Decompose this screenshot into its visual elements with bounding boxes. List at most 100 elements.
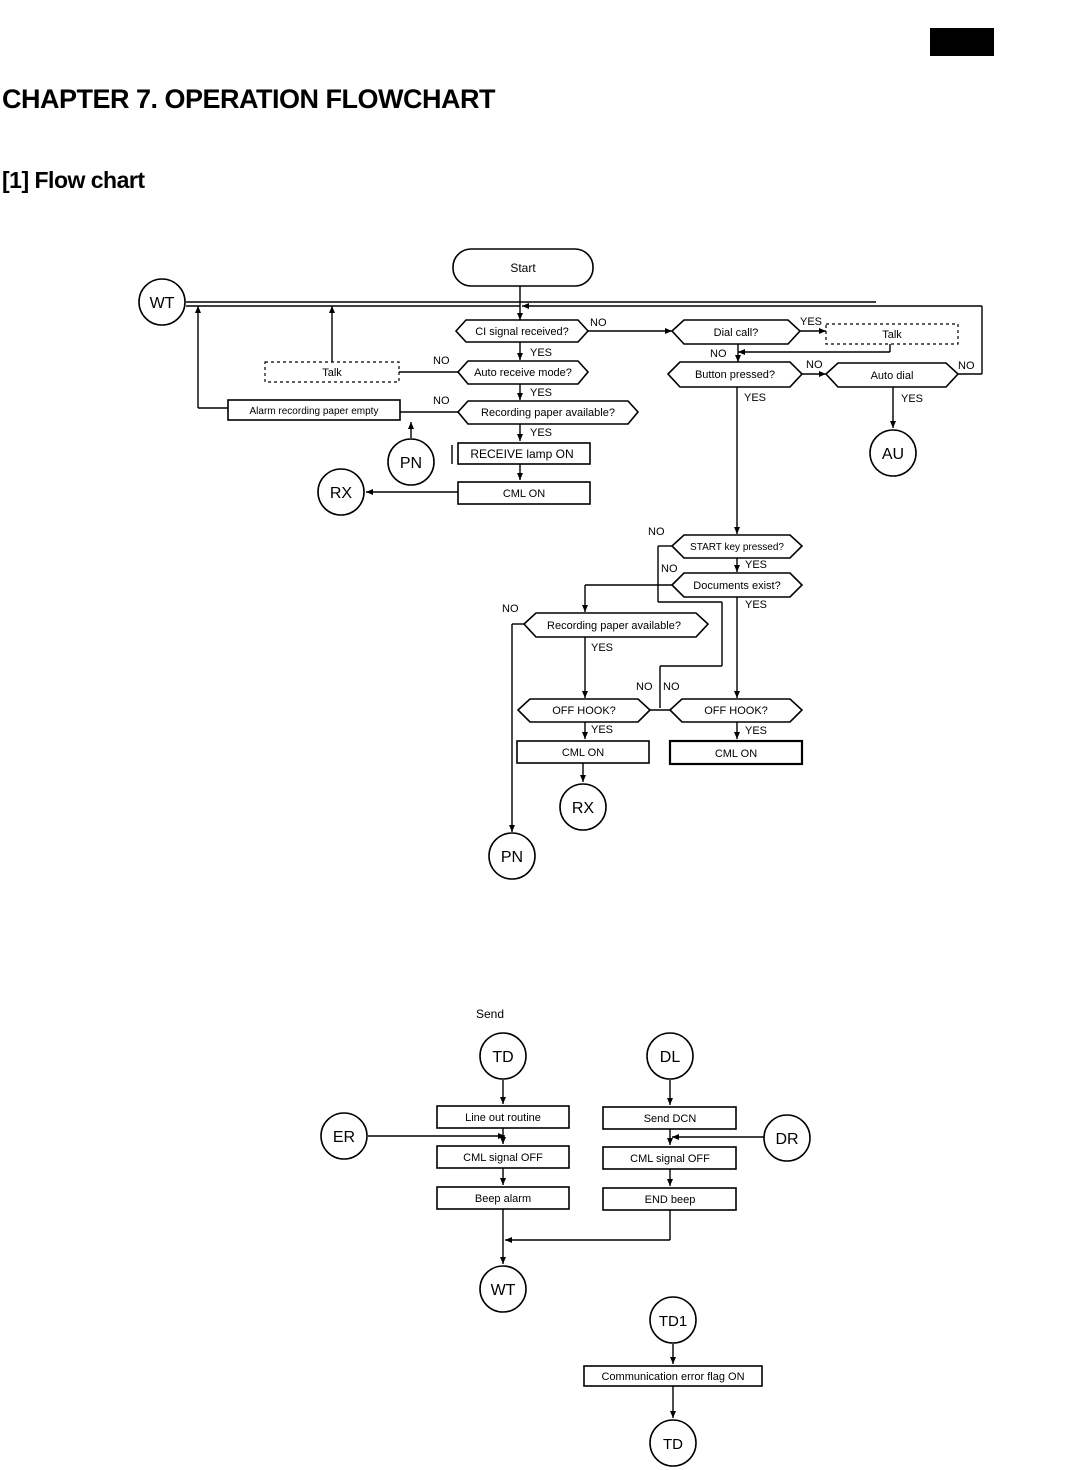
process-cml-off-2: CML signal OFF	[602, 1146, 737, 1170]
button-pressed-label: Button pressed?	[695, 369, 775, 381]
decision-off-hook-right: OFF HOOK?	[668, 698, 804, 723]
decision-off-hook-left: OFF HOOK?	[516, 698, 652, 723]
line-out-label: Line out routine	[465, 1112, 541, 1124]
process-beep-alarm: Beep alarm	[436, 1186, 570, 1210]
connector-wt-top: WT	[138, 278, 186, 326]
no-label: NO	[663, 681, 680, 693]
connector-pn-bottom: PN	[488, 832, 536, 880]
dial-call-label: Dial call?	[714, 327, 759, 339]
cml-on-right-label: CML ON	[715, 748, 757, 760]
connector-label: WT	[491, 1282, 516, 1299]
process-talk-left: Talk	[264, 361, 400, 383]
connector-wt-bottom: WT	[479, 1265, 527, 1313]
talk-left-label: Talk	[322, 367, 342, 379]
yes-label: YES	[530, 347, 552, 359]
connector-rx-bottom: RX	[559, 783, 607, 831]
no-label: NO	[958, 360, 975, 372]
decision-auto-dial: Auto dial	[824, 362, 960, 388]
connector-td1: TD1	[649, 1296, 697, 1344]
process-cml-on-left: CML ON	[516, 740, 650, 764]
no-label: NO	[661, 563, 678, 575]
connector-label: WT	[150, 295, 175, 312]
no-label: NO	[433, 355, 450, 367]
send-dcn-label: Send DCN	[644, 1113, 697, 1125]
connector-label: ER	[333, 1129, 355, 1146]
connector-label: AU	[882, 446, 904, 463]
process-cml-on-right: CML ON	[668, 739, 804, 766]
cml-on-left-label: CML ON	[562, 747, 604, 759]
chapter-title: CHAPTER 7. OPERATION FLOWCHART	[2, 84, 496, 114]
connector-dr: DR	[763, 1114, 811, 1162]
comm-error-label: Communication error flag ON	[601, 1371, 744, 1383]
yes-label: YES	[591, 724, 613, 736]
connector-td-bottom: TD	[649, 1419, 697, 1467]
yes-label: YES	[745, 599, 767, 611]
decision-auto-receive: Auto receive mode?	[456, 360, 590, 385]
recording-paper-label: Recording paper available?	[481, 407, 615, 419]
end-beep-label: END beep	[645, 1194, 696, 1206]
yes-label: YES	[591, 642, 613, 654]
process-line-out: Line out routine	[436, 1105, 570, 1129]
no-label: NO	[648, 526, 665, 538]
decision-ci-signal: CI signal received?	[454, 319, 590, 343]
connector-dl: DL	[646, 1032, 694, 1080]
yes-label: YES	[745, 725, 767, 737]
receive-flow-lines	[186, 286, 983, 832]
connector-label: DR	[775, 1131, 798, 1148]
connector-label: TD	[492, 1049, 513, 1066]
connector-pn-top: PN	[387, 438, 435, 486]
no-label: NO	[806, 359, 823, 371]
yes-label: YES	[530, 427, 552, 439]
documents-exist-label: Documents exist?	[693, 580, 780, 592]
no-label: NO	[636, 681, 653, 693]
connector-label: TD	[663, 1436, 683, 1453]
process-cml-on: CML ON	[457, 481, 591, 505]
decision-documents-exist: Documents exist?	[670, 572, 804, 598]
connector-td: TD	[479, 1032, 527, 1080]
beep-alarm-label: Beep alarm	[475, 1193, 531, 1205]
process-comm-error: Communication error flag ON	[583, 1365, 763, 1387]
process-end-beep: END beep	[602, 1187, 737, 1211]
send-flow-lines	[368, 1080, 764, 1418]
alarm-label: Alarm recording paper empty	[250, 406, 379, 417]
connector-au: AU	[869, 429, 917, 477]
start-terminal: Start	[452, 248, 594, 287]
ci-signal-label: CI signal received?	[475, 326, 569, 338]
connector-label: PN	[501, 849, 523, 866]
no-label: NO	[433, 395, 450, 407]
cml-on-label: CML ON	[503, 488, 545, 500]
connector-rx-top: RX	[317, 468, 365, 516]
process-talk-right: Talk	[825, 323, 959, 345]
talk-right-label: Talk	[882, 329, 902, 341]
no-label: NO	[590, 317, 607, 329]
connector-er: ER	[320, 1112, 368, 1160]
process-receive-lamp: RECEIVE lamp ON	[451, 442, 591, 465]
auto-dial-label: Auto dial	[871, 370, 914, 382]
connector-label: PN	[400, 455, 422, 472]
process-send-dcn: Send DCN	[602, 1106, 737, 1130]
no-label: NO	[502, 603, 519, 615]
connector-label: RX	[330, 485, 353, 502]
process-alarm-paper-empty: Alarm recording paper empty	[227, 399, 401, 421]
cml-off-2-label: CML signal OFF	[630, 1153, 710, 1165]
connector-label: DL	[660, 1049, 681, 1066]
yes-label: YES	[530, 387, 552, 399]
yes-label: YES	[901, 393, 923, 405]
off-hook-left-label: OFF HOOK?	[552, 705, 616, 717]
no-label: NO	[710, 348, 727, 360]
off-hook-right-label: OFF HOOK?	[704, 705, 768, 717]
auto-receive-label: Auto receive mode?	[474, 367, 572, 379]
branch-labels: NO YES NO YES NO YES YES NO NO NO YES YE…	[433, 316, 975, 737]
recording-paper-2-label: Recording paper available?	[547, 620, 681, 632]
yes-label: YES	[745, 559, 767, 571]
process-cml-off: CML signal OFF	[436, 1145, 570, 1169]
decision-recording-paper: Recording paper available?	[456, 400, 640, 425]
start-label: Start	[510, 261, 536, 275]
start-key-label: START key pressed?	[690, 542, 784, 553]
receive-lamp-label: RECEIVE lamp ON	[470, 447, 573, 461]
yes-label: YES	[744, 392, 766, 404]
connector-label: TD1	[659, 1313, 687, 1330]
connector-label: RX	[572, 800, 595, 817]
yes-label: YES	[800, 316, 822, 328]
